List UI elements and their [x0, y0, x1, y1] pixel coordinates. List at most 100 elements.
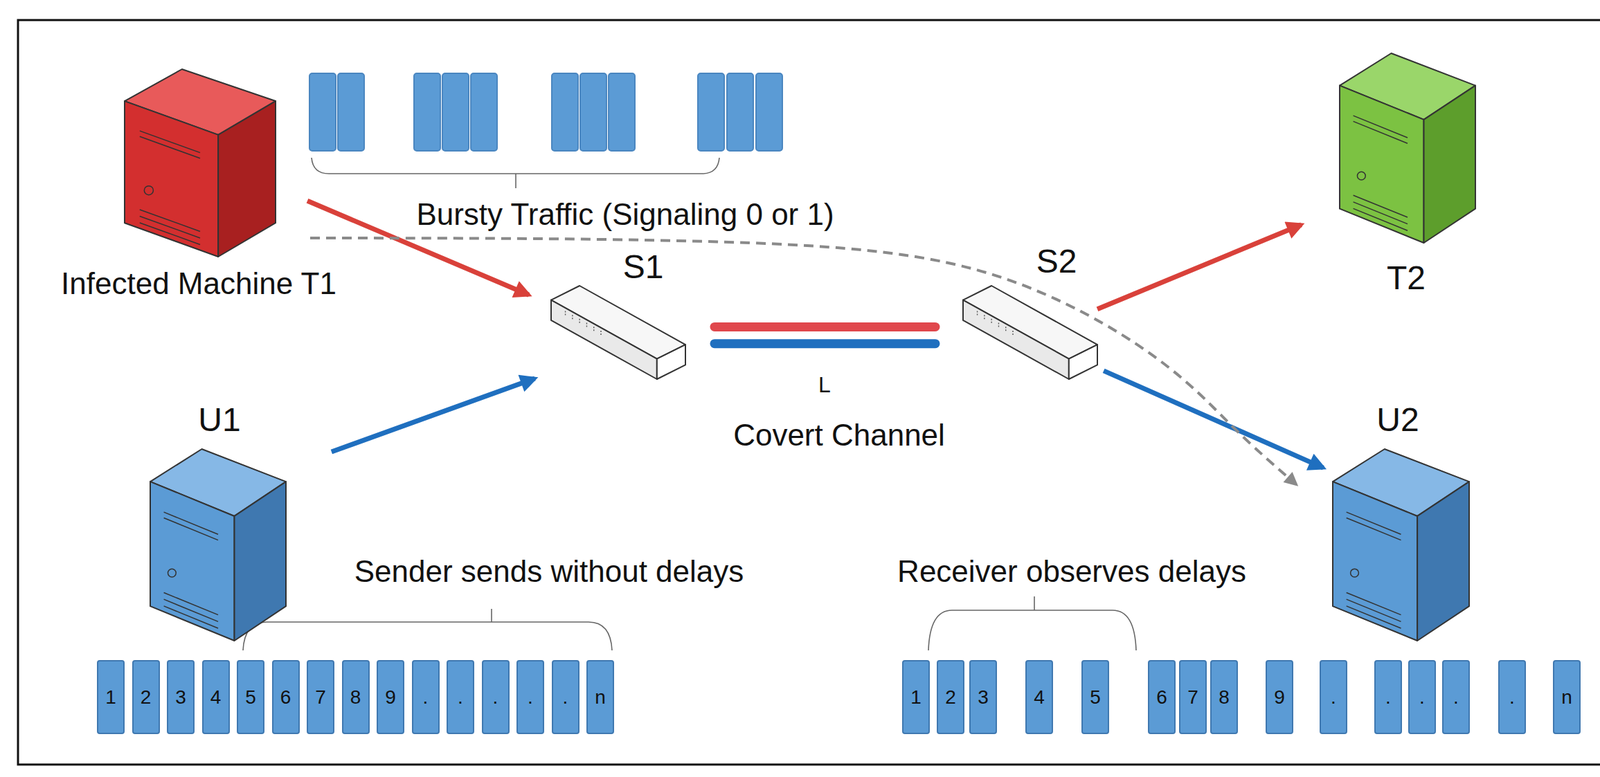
packet-box: 9: [376, 660, 405, 735]
diagram-label: L: [815, 372, 834, 399]
server-detail: [1353, 121, 1408, 144]
diagram-label: Sender sends without delays: [351, 554, 748, 590]
server-detail: [164, 599, 219, 622]
link-line: [714, 339, 936, 349]
server-icon: [150, 449, 286, 642]
power-button: [1356, 171, 1366, 181]
packet-box: 1: [96, 660, 125, 735]
server-detail: [164, 517, 219, 541]
server-detail: [1353, 195, 1408, 218]
packet-box: 7: [306, 660, 335, 735]
packet-number: .: [457, 688, 464, 708]
server-detail: [1346, 512, 1402, 535]
burst-packet: [337, 73, 365, 151]
switch-end: [657, 344, 686, 380]
packet-box: 2: [132, 660, 160, 735]
frame-border: [18, 20, 1600, 766]
server-detail: [1346, 606, 1402, 629]
packet-number: 5: [1089, 688, 1101, 708]
bracket-tick: [515, 173, 517, 189]
node-label: S2: [1033, 242, 1081, 281]
packet-box: 4: [1025, 660, 1054, 735]
packet-box: n: [586, 660, 615, 735]
node-label: U2: [1373, 400, 1422, 439]
switch-port: [983, 315, 985, 321]
packet-box: 6: [272, 660, 300, 735]
server-detail: [164, 512, 219, 535]
diagram-label: Receiver observes delays: [894, 554, 1249, 590]
server-detail: [1353, 115, 1408, 138]
packet-box: n: [1552, 660, 1581, 735]
server-detail: [139, 209, 201, 232]
server-front: [150, 481, 235, 642]
packet-box: 5: [236, 660, 265, 735]
server-icon: [1339, 53, 1476, 244]
switch-port: [571, 315, 573, 321]
switch-end: [1068, 344, 1098, 380]
packet-box: .: [1374, 660, 1402, 735]
server-detail: [1353, 208, 1408, 231]
packet-box: .: [1442, 660, 1470, 735]
packet-number: 9: [384, 688, 397, 708]
bracket-tick: [1033, 596, 1036, 611]
switch-port: [586, 323, 588, 329]
packet-number: 8: [1218, 688, 1230, 708]
server-detail: [164, 606, 219, 629]
diagram-label: Bursty Traffic (Signaling 0 or 1): [413, 197, 837, 233]
packet-box: 7: [1179, 660, 1207, 735]
network-switch: S1: [551, 285, 686, 380]
diagram-label: Covert Channel: [730, 418, 948, 454]
packet-box: 6: [1147, 660, 1176, 735]
packet-box: .: [1319, 660, 1348, 735]
node-label: T2: [1383, 258, 1429, 298]
packet-box: 8: [342, 660, 370, 735]
packet-box: 2: [936, 660, 965, 735]
switch-port: [998, 323, 1000, 329]
packet-number: 9: [1273, 688, 1285, 708]
packet-box: 5: [1081, 660, 1110, 735]
packet-number: .: [527, 688, 534, 708]
packet-box: .: [1408, 660, 1436, 735]
server-icon: [124, 69, 276, 257]
server-side: [218, 101, 276, 257]
burst-packet: [442, 73, 469, 151]
packet-number: 1: [910, 688, 922, 708]
packet-box: .: [1498, 660, 1526, 735]
packet-number: .: [1330, 688, 1337, 708]
server-node: T2: [1339, 53, 1476, 244]
packet-number: .: [1453, 688, 1459, 708]
switch-front: [551, 300, 658, 380]
server-detail: [1353, 202, 1408, 225]
packet-number: 7: [315, 688, 327, 708]
network-switch: S2: [963, 285, 1098, 380]
burst-packet: [414, 73, 441, 151]
server-detail: [139, 222, 201, 245]
packet-number: .: [1419, 688, 1425, 708]
power-button: [167, 569, 176, 578]
switch-icon: [551, 285, 686, 380]
burst-packet: [470, 73, 498, 151]
packet-number: .: [1385, 688, 1391, 708]
bracket: [311, 157, 720, 174]
bracket: [243, 622, 613, 651]
bracket-tick: [490, 609, 493, 623]
packet-number: 5: [245, 688, 257, 708]
power-button: [1350, 569, 1360, 578]
server-detail: [139, 216, 201, 238]
switch-port: [593, 326, 595, 333]
packet-number: 2: [945, 688, 957, 708]
server-detail: [139, 130, 201, 153]
packet-box: .: [516, 660, 545, 735]
packet-box: .: [411, 660, 440, 735]
burst-packet: [309, 73, 336, 151]
switch-port: [564, 310, 566, 317]
packet-number: 6: [1156, 688, 1168, 708]
packet-number: 7: [1187, 688, 1199, 708]
packet-number: 3: [977, 688, 989, 708]
server-front: [1339, 85, 1425, 244]
packet-number: 8: [350, 688, 362, 708]
switch-port: [1012, 330, 1013, 337]
packet-box: 9: [1265, 660, 1294, 735]
packet-box: 4: [202, 660, 230, 735]
